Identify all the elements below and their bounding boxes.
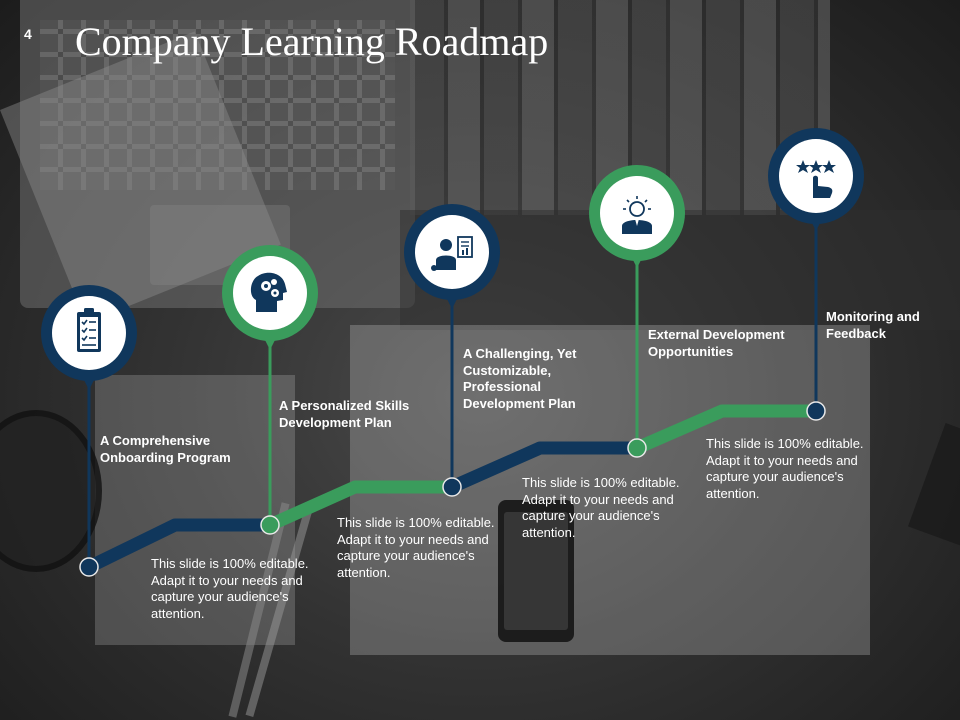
milestone-node-4 [627, 438, 647, 458]
rating-stars-hand-icon [796, 160, 836, 198]
milestone-description-3: This slide is 100% editable. Adapt it to… [522, 475, 680, 540]
milestone-node-5 [806, 401, 826, 421]
presenter-chart-icon [431, 236, 473, 271]
milestone-pin-3 [404, 204, 500, 309]
milestone-pin-4 [589, 165, 685, 268]
milestone-node-3 [442, 477, 462, 497]
milestone-label-5: Monitoring and Feedback [826, 309, 920, 341]
milestone-node-2 [260, 515, 280, 535]
roadmap-path-segment-2 [267, 480, 452, 531]
milestone-label-1: A Comprehensive Onboarding Program [100, 433, 231, 465]
clipboard-checklist-icon [77, 308, 101, 352]
milestone-pin-2 [222, 245, 318, 350]
background-keyboard [40, 20, 395, 190]
background-phone-screen [504, 512, 568, 630]
milestone-label-3: A Challenging, Yet Customizable, Profess… [463, 346, 577, 411]
milestone-description-2: This slide is 100% editable. Adapt it to… [337, 515, 495, 580]
milestone-description-1: This slide is 100% editable. Adapt it to… [151, 556, 309, 621]
milestone-pin-1 [41, 285, 137, 390]
milestone-label-4: External Development Opportunities [648, 327, 785, 359]
slide-title: Company Learning Roadmap [75, 19, 549, 64]
roadmap-path-segment-3 [449, 441, 637, 493]
head-gears-icon [250, 272, 287, 312]
milestone-label-2: A Personalized Skills Development Plan [279, 398, 410, 430]
roadmap-path-segment-4 [634, 404, 816, 454]
page-number: 4 [24, 26, 32, 42]
background-cup [0, 410, 102, 572]
lightbulb-person-icon [622, 196, 652, 234]
roadmap-path-segment-1 [86, 518, 270, 573]
milestone-node-1 [79, 557, 99, 577]
milestone-description-4: This slide is 100% editable. Adapt it to… [706, 436, 864, 501]
milestone-pin-5 [768, 128, 864, 231]
background-laptop [20, 0, 415, 308]
